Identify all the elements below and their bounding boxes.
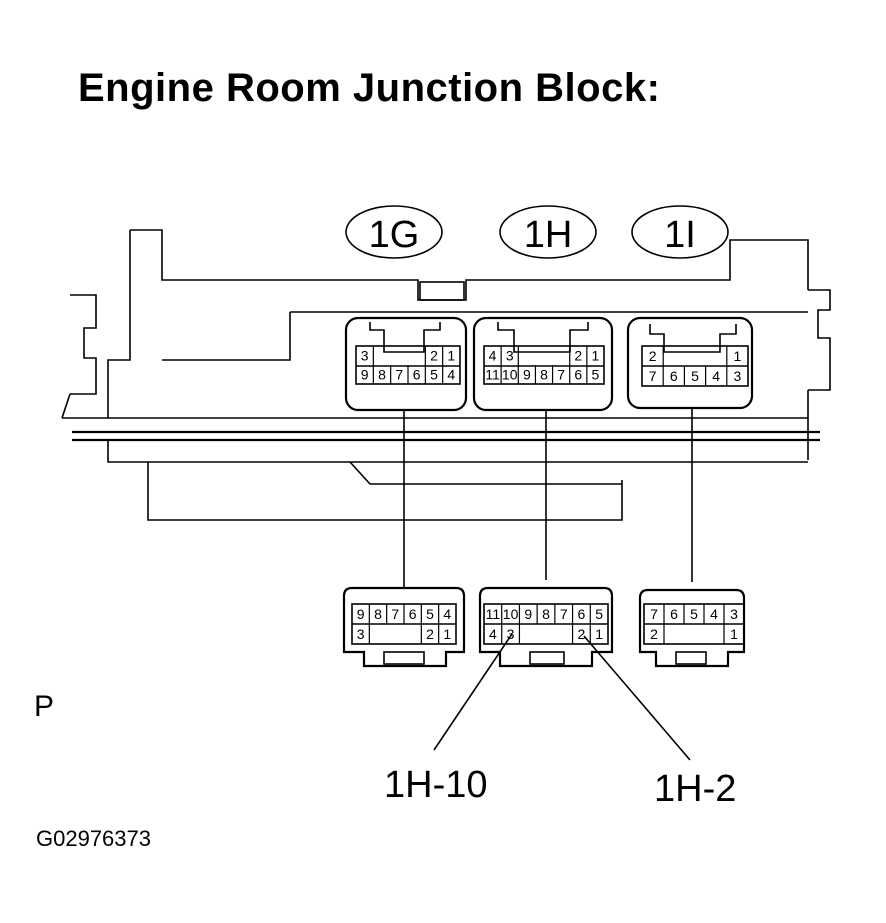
pin-number-1H-10: 10	[503, 606, 519, 622]
pin-number-1G-2: 2	[430, 348, 438, 364]
pin-number-1H-5: 5	[592, 367, 600, 383]
callout-leader-left	[433, 633, 513, 751]
pin-number-1G-7: 7	[391, 606, 399, 622]
pin-number-1H-10: 10	[502, 367, 518, 383]
pin-number-1H-4: 4	[489, 348, 497, 364]
pin-number-1H-2: 2	[578, 626, 586, 642]
pin-number-1H-11: 11	[486, 606, 501, 622]
pin-number-1H-1: 1	[592, 348, 600, 364]
pin-number-1I-4: 4	[710, 606, 718, 622]
pin-number-1H-8: 8	[542, 606, 550, 622]
pin-number-1G-1: 1	[447, 348, 455, 364]
pin-number-1H-9: 9	[524, 606, 532, 622]
diagram-title: Engine Room Junction Block:	[78, 66, 661, 110]
pin-number-1I-3: 3	[730, 606, 738, 622]
pin-number-1I-6: 6	[670, 606, 678, 622]
pin-number-1H-5: 5	[595, 606, 603, 622]
pin-number-1H-1: 1	[595, 626, 603, 642]
pin-number-1H-8: 8	[540, 367, 548, 383]
pin-number-1G-9: 9	[357, 606, 365, 622]
pin-number-1I-1: 1	[734, 348, 742, 364]
callout-1H-10: 1H-10	[384, 764, 488, 806]
callout-1H-2: 1H-2	[654, 768, 737, 810]
pin-number-1G-8: 8	[378, 367, 386, 383]
pin-number-1I-2: 2	[649, 348, 657, 364]
pin-number-1H-3: 3	[506, 348, 514, 364]
pin-number-1I-3: 3	[734, 368, 742, 384]
pin-number-1H-11: 11	[485, 367, 500, 383]
pin-number-1I-7: 7	[649, 368, 657, 384]
pin-number-1G-5: 5	[430, 367, 438, 383]
connector-label-1H: 1H	[524, 214, 573, 256]
pin-number-1G-2: 2	[426, 626, 434, 642]
pin-number-1I-5: 5	[690, 606, 698, 622]
label-oval-1I	[631, 205, 729, 259]
pin-number-1G-3: 3	[361, 348, 369, 364]
pin-number-1G-8: 8	[374, 606, 382, 622]
pin-number-1H-6: 6	[578, 606, 586, 622]
pin-number-1G-7: 7	[395, 367, 403, 383]
connector-label-1G: 1G	[369, 214, 420, 256]
pin-number-1G-6: 6	[413, 367, 421, 383]
pin-number-1I-5: 5	[691, 368, 699, 384]
side-letter: P	[34, 690, 55, 723]
pin-number-1G-9: 9	[361, 367, 369, 383]
pin-number-1H-2: 2	[574, 348, 582, 364]
pin-number-1I-7: 7	[650, 606, 658, 622]
connector-label-ovals: 1G 1H 1I	[345, 205, 729, 259]
pin-number-1H-3: 3	[507, 626, 515, 642]
pin-number-1H-4: 4	[489, 626, 497, 642]
pin-number-1I-4: 4	[712, 368, 720, 384]
pin-number-1H-9: 9	[523, 367, 531, 383]
pin-number-1I-1: 1	[730, 626, 738, 642]
label-oval-1G	[345, 205, 443, 259]
pin-number-1G-4: 4	[443, 606, 451, 622]
pin-number-1H-7: 7	[557, 367, 565, 383]
figure-id: G02976373	[36, 826, 151, 851]
pin-number-1I-6: 6	[670, 368, 678, 384]
leader-lines	[403, 408, 693, 588]
pin-number-1H-6: 6	[574, 367, 582, 383]
pin-number-1I-2: 2	[650, 626, 658, 642]
pin-number-1G-5: 5	[426, 606, 434, 622]
pin-number-1G-1: 1	[443, 626, 451, 642]
connector-label-1I: 1I	[664, 214, 696, 256]
callout-leader-right	[583, 635, 691, 761]
pin-number-1G-3: 3	[357, 626, 365, 642]
pin-number-1G-4: 4	[447, 367, 455, 383]
pin-number-1G-6: 6	[409, 606, 417, 622]
junction-block-housing	[61, 229, 831, 521]
pin-number-1H-7: 7	[560, 606, 568, 622]
label-oval-1H	[499, 205, 597, 259]
